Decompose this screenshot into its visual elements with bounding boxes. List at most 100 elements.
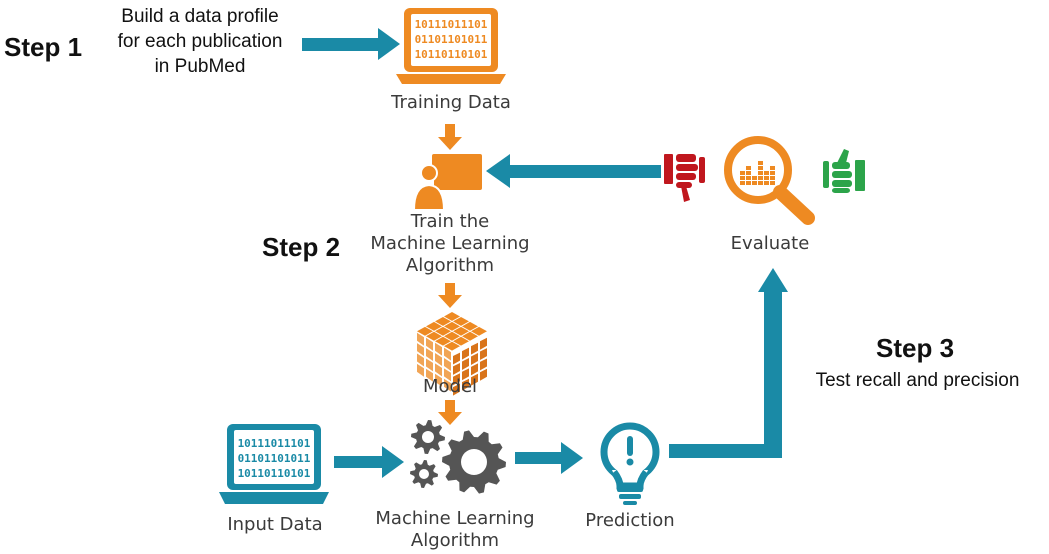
cube-left-cell [435,342,442,356]
ml-algorithm-label: Machine Learning Algorithm [340,508,570,552]
input-binary-text: 10111011101 01101101011 10110110101 [238,437,311,480]
cube-left-cell [417,363,424,377]
step-2-title: Step 2 [262,232,341,262]
cube-left-cell [435,363,442,377]
cube-top-cell [444,331,460,341]
cube-right-cell [453,362,460,375]
cube-top-cell [417,326,433,336]
cube-right-cell [453,373,460,386]
evaluate-bar-block [752,176,757,180]
cube-top-cell [426,331,442,341]
cube-right-cell [471,342,478,355]
cube-top-cell [435,326,451,336]
cube-top-cell [453,336,469,346]
step-1-description: Build a data profile for each publicatio… [95,4,305,79]
evaluate-bar-block [740,181,745,185]
cube-right-cell [462,347,469,360]
evaluate-bar-block [746,176,751,180]
cube-top-cell [462,321,478,331]
cube-left-cell [444,358,451,371]
step-1-title: Step 1 [4,32,83,62]
step-3-description: Test recall and precision [815,370,1020,391]
cube-top-cell [444,312,460,321]
magnifier-icon [724,136,815,225]
small-gear-top-hole [422,431,434,443]
thumbs-down-icon [664,154,705,202]
evaluate-bar-block [764,171,769,175]
train-algorithm-line-2: Machine Learning [370,233,530,254]
cube-top-cell [471,326,487,336]
cube-top-cell [444,321,460,331]
model-cube-icon [417,312,487,396]
cube-top-cell [426,321,442,331]
gears-icon [410,420,506,494]
cube-left-cell [435,373,442,387]
evaluate-bar-block [770,176,775,180]
cube-right-cell [453,352,460,365]
arrow-input-to-algorithm [334,446,404,478]
input-binary-line-3: 10110110101 [238,467,311,480]
input-laptop-icon [219,424,329,504]
trainer-icon [412,154,482,211]
cube-left-cell [426,358,433,372]
step-3-title: Step 3 [876,333,955,363]
cube-right-cell [480,348,487,361]
evaluate-bar-block [740,171,745,175]
arrow-step1-to-training [302,28,400,60]
cube-right-cell [462,368,469,381]
arrow-training-to-train [438,124,462,150]
cube-left-cell [426,368,433,382]
cube-left-cell [444,368,451,382]
evaluate-bars [740,161,775,185]
train-algorithm-line-3: Algorithm [405,255,495,276]
evaluate-label: Evaluate [730,233,810,254]
cube-top-cell [444,341,460,351]
step-1-desc-line-2: for each publication [117,31,283,52]
cube-left-cell [435,353,442,366]
cube-right-cell [480,368,487,381]
evaluate-bar-block [764,176,769,180]
cube-right-cell [462,378,469,391]
arrow-train-to-model [438,283,462,308]
cube-right-cell [471,353,478,365]
evaluate-bar-block [758,176,763,180]
large-gear-hole [461,449,487,475]
cube-right-cell [480,358,487,371]
arrow-evaluate-to-train [486,154,661,188]
train-algorithm-line-1: Train the [410,211,490,232]
cube-top-cell [453,316,469,326]
prediction-label: Prediction [585,510,675,531]
evaluate-bar-block [770,181,775,185]
evaluate-bar-block [770,171,775,175]
input-data-label: Input Data [227,514,323,535]
cube-left-cell [417,332,424,346]
step-1-desc-line-1: Build a data profile [121,6,279,27]
cube-top-cell [435,336,451,346]
arrow-prediction-to-evaluate [669,268,788,458]
lightbulb-icon [600,422,660,505]
training-binary-line-3: 10110110101 [415,48,488,61]
cube-top-cell [453,326,469,336]
cube-top-cell [435,316,451,326]
cube-top-cell [462,331,478,341]
model-label: Model [422,376,478,397]
training-laptop-icon [396,8,506,84]
training-binary-line-2: 01101101011 [415,33,488,46]
evaluate-bar-block [758,161,763,165]
evaluate-bar-block [770,166,775,170]
evaluate-bar-block [752,181,757,185]
evaluate-bar-block [740,176,745,180]
small-gear-bottom-hole [419,469,429,479]
input-binary-line-1: 10111011101 [238,437,311,450]
arrow-model-to-algorithm [438,400,462,425]
cube-right-cell [453,383,460,396]
evaluate-bar-block [758,171,763,175]
evaluate-bar-block [746,171,751,175]
input-binary-line-2: 01101101011 [238,452,311,465]
cube-right-cell [471,373,478,386]
cube-left-cell [426,337,433,351]
cube-right-cell [471,363,478,376]
training-binary-line-1: 10111011101 [415,18,488,31]
evaluate-bar-block [758,166,763,170]
